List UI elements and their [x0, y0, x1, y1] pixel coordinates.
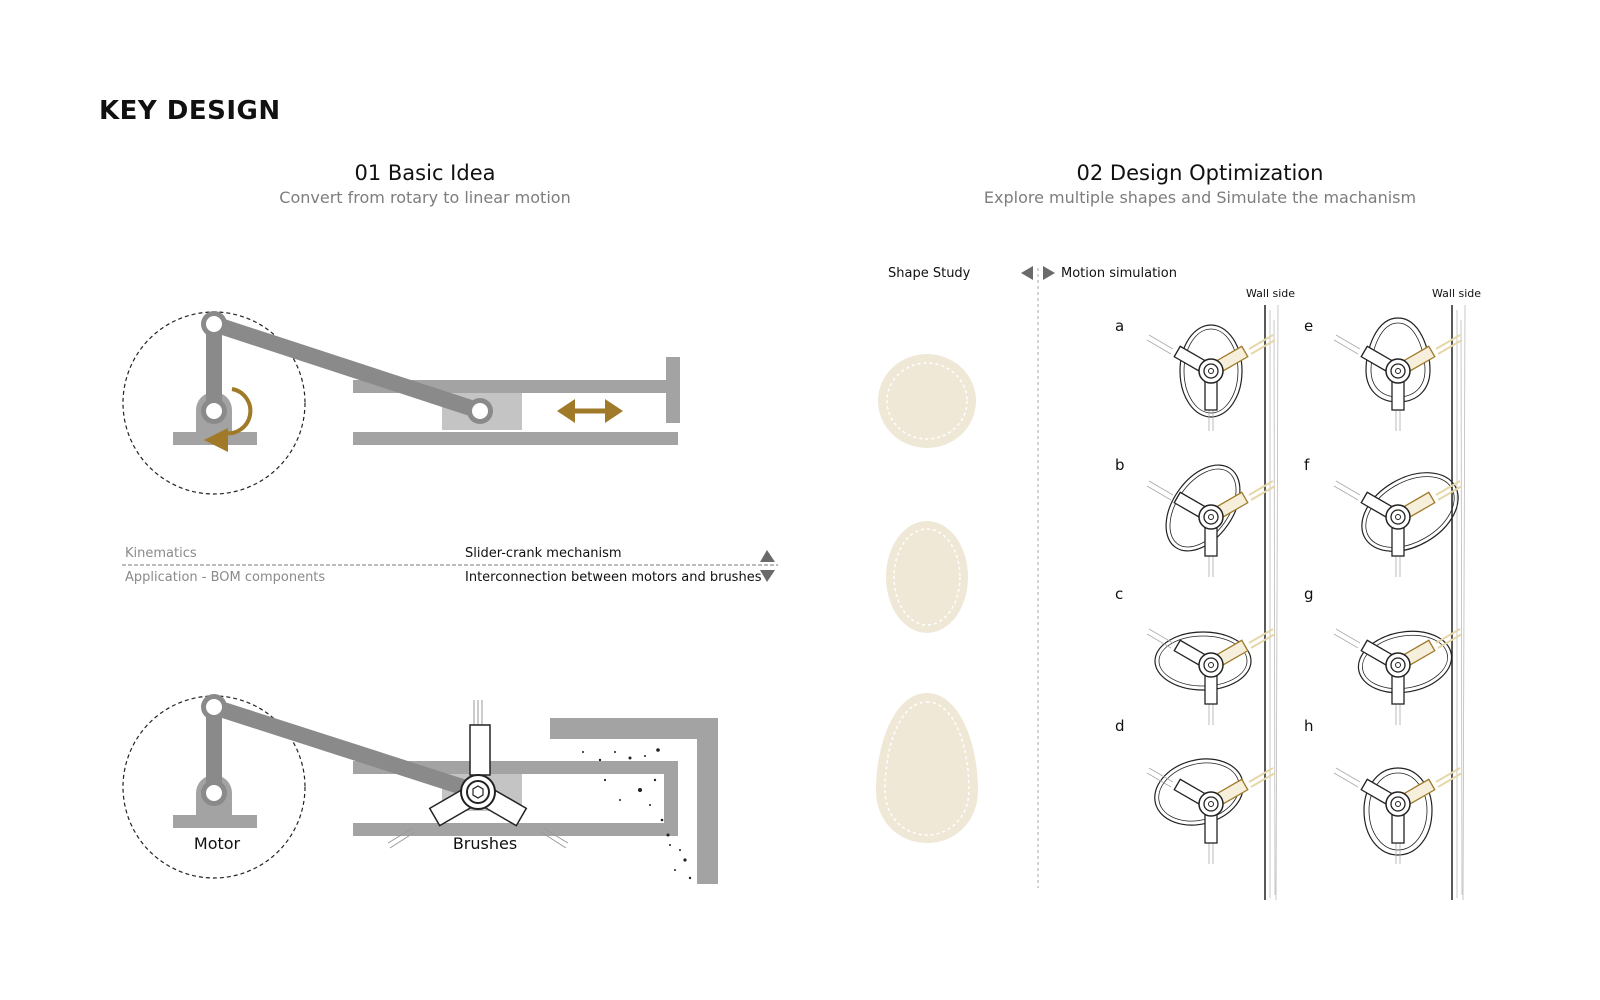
brushes-label: Brushes — [452, 834, 518, 853]
sim-d — [1146, 758, 1276, 865]
shape-oval — [886, 521, 968, 633]
slider-crank-diagram — [122, 311, 680, 495]
section2-title: 02 Design Optimization — [1076, 161, 1324, 185]
triangle-down-icon — [760, 570, 775, 582]
sim-h — [1333, 767, 1463, 865]
application-label: Application - BOM components — [125, 570, 326, 585]
kinematics-value: Slider-crank mechanism — [465, 546, 622, 561]
sim-g — [1333, 628, 1463, 726]
sim-letter-b: b — [1115, 456, 1125, 474]
triangle-up-icon — [760, 550, 775, 562]
motion-simulation-label: Motion simulation — [1061, 266, 1177, 281]
sim-f — [1333, 472, 1463, 578]
brush-hub-icon — [387, 700, 569, 849]
sim-letter-h: h — [1304, 717, 1314, 735]
section1-title: 01 Basic Idea — [354, 161, 496, 185]
wall-side-label-left: Wall side — [1246, 287, 1296, 300]
sim-letter-a: a — [1115, 317, 1125, 335]
shape-study-label: Shape Study — [888, 266, 971, 281]
sim-a — [1146, 324, 1276, 432]
shape-egg — [876, 693, 978, 843]
shape-circle — [878, 354, 976, 448]
wall-bracket — [550, 718, 718, 884]
sim-letter-e: e — [1304, 317, 1314, 335]
kinematics-label: Kinematics — [125, 546, 197, 561]
sim-e — [1333, 317, 1463, 432]
brush-mechanism-diagram — [122, 694, 718, 884]
triangle-left-icon — [1021, 266, 1033, 280]
section2-subtitle: Explore multiple shapes and Simulate the… — [983, 188, 1417, 207]
sim-letter-f: f — [1304, 456, 1310, 474]
rotation-arrow-icon — [223, 387, 253, 436]
triangle-right-icon — [1043, 266, 1055, 280]
connecting-rod — [211, 316, 483, 419]
sim-letter-g: g — [1304, 585, 1314, 603]
end-stop — [666, 357, 680, 423]
wall-left — [1264, 304, 1279, 901]
sim-b — [1146, 464, 1276, 578]
application-value: Interconnection between motors and brush… — [465, 570, 762, 585]
sim-letter-c: c — [1115, 585, 1124, 603]
sim-letter-d: d — [1115, 717, 1125, 735]
wall-right — [1451, 304, 1466, 901]
motor-label: Motor — [193, 834, 241, 853]
bottom-rail — [353, 432, 678, 445]
page-title: KEY DESIGN — [99, 96, 281, 126]
wall-side-label-right: Wall side — [1432, 287, 1482, 300]
section1-subtitle: Convert from rotary to linear motion — [279, 188, 571, 207]
sim-c — [1146, 628, 1276, 726]
